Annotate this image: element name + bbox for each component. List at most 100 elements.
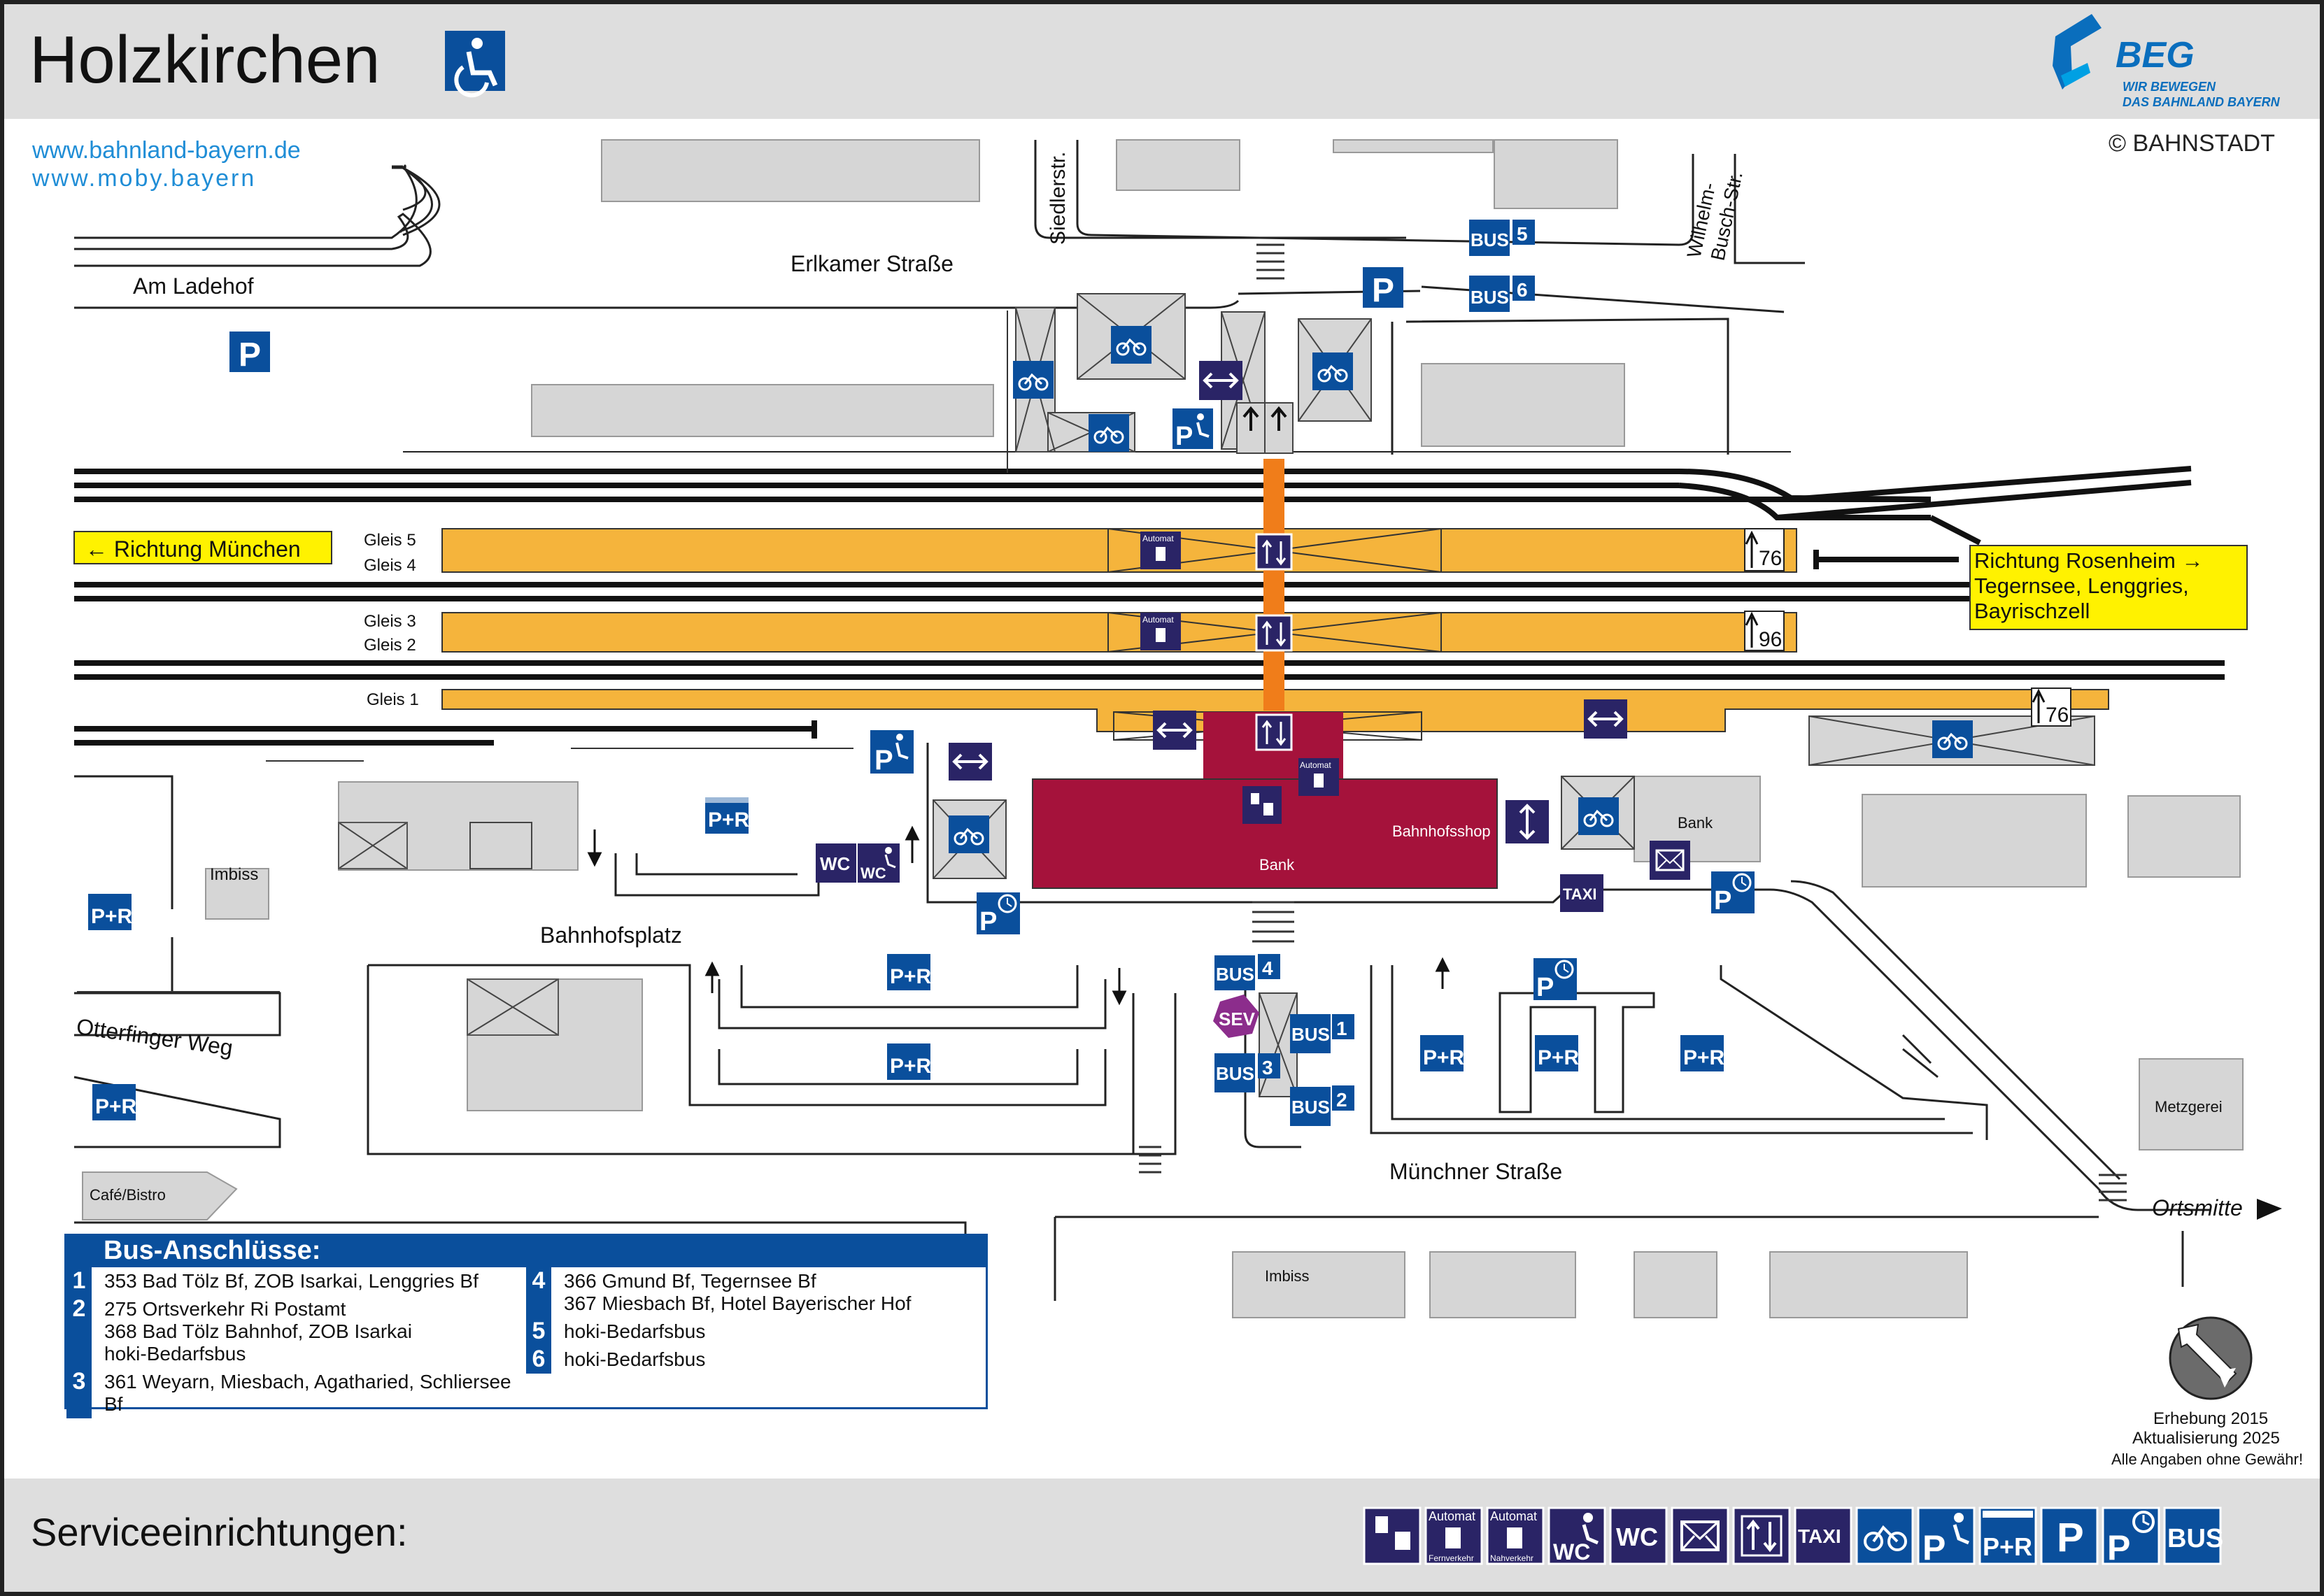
horizontal-passage-icon xyxy=(1199,361,1242,400)
stairs-icon xyxy=(1236,402,1294,454)
disabled-parking-icon: P xyxy=(870,730,914,776)
bike-parking-icon xyxy=(1312,352,1353,390)
svg-text:Nahverkehr: Nahverkehr xyxy=(1490,1553,1533,1563)
park-and-ride-icon: P+R xyxy=(92,1084,137,1120)
parking-icon: P xyxy=(229,332,270,373)
bike-parking-icon xyxy=(949,815,989,853)
accessible-wc-icon: WC xyxy=(858,843,900,883)
svg-text:BUS: BUS xyxy=(1216,964,1254,985)
legend-bike-parking-icon xyxy=(1855,1506,1914,1565)
ticket-machine-icon: Automat xyxy=(1140,613,1181,650)
sev-icon: SEV xyxy=(1213,995,1259,1038)
short-term-parking-icon: P xyxy=(977,892,1020,936)
bus-connection-text: 361 Weyarn, Miesbach, Agatharied, Schlie… xyxy=(104,1371,511,1415)
taxi-icon: TAXI xyxy=(1560,874,1603,912)
bus-connection-text: 366 Gmund Bf, Tegernsee Bf 367 Miesbach … xyxy=(564,1270,912,1314)
elevator-icon xyxy=(1255,713,1293,751)
bus-connections-left: 1 353 Bad Tölz Bf, ZOB Isarkai, Lenggrie… xyxy=(66,1267,526,1418)
bike-parking-icon xyxy=(1111,326,1152,364)
direction-rosenheim: Richtung Rosenheim → Tegernsee, Lenggrie… xyxy=(1969,545,2248,630)
fences xyxy=(77,311,1008,992)
bike-parking-icon xyxy=(1089,414,1129,452)
ticket-machine-icon: Automat xyxy=(1298,758,1339,796)
crosswalks xyxy=(1139,243,2127,1202)
svg-text:Automat: Automat xyxy=(1429,1509,1475,1523)
svg-text:WC: WC xyxy=(1616,1523,1658,1551)
elevator-icon xyxy=(1255,614,1293,652)
legend-park-and-ride-icon: P+R xyxy=(1978,1506,2037,1565)
short-term-parking-icon: P xyxy=(1711,871,1755,915)
svg-text:P+R: P+R xyxy=(1683,1046,1725,1069)
gleis-5-label: Gleis 5 xyxy=(364,531,416,550)
bus-connections-title: Bus-Anschlüsse: xyxy=(64,1234,988,1267)
bus-connection-number: 3 xyxy=(66,1368,92,1418)
bus-connections-body: 1 353 Bad Tölz Bf, ZOB Isarkai, Lenggrie… xyxy=(64,1267,988,1418)
svg-text:P: P xyxy=(979,907,997,936)
vertical-passage-icon xyxy=(1505,800,1549,843)
gleis-1-label: Gleis 1 xyxy=(367,690,419,709)
svg-text:2: 2 xyxy=(1336,1089,1347,1111)
logo-text: BEG xyxy=(2116,35,2195,76)
length-marker-3-2: 96 xyxy=(1759,628,1782,651)
bus-connection-text: 353 Bad Tölz Bf, ZOB Isarkai, Lenggries … xyxy=(104,1270,479,1292)
bus-connection-number: 1 xyxy=(66,1267,92,1295)
svg-text:BUS: BUS xyxy=(1471,229,1509,250)
park-and-ride-icon: P+R xyxy=(1535,1035,1580,1071)
legend-mailbox-icon xyxy=(1671,1506,1729,1565)
oneway-arrows xyxy=(587,825,1450,1006)
ticket-machine-icon: Automat xyxy=(1140,532,1181,569)
bus-connections-panel: Bus-Anschlüsse: 1 353 Bad Tölz Bf, ZOB I… xyxy=(64,1234,988,1418)
survey-note: Erhebung 2015 xyxy=(2153,1409,2268,1428)
legend-taxi-icon: TAXI xyxy=(1794,1506,1852,1565)
gleis-4-label: Gleis 4 xyxy=(364,556,416,575)
bank-label: Bank xyxy=(1259,856,1295,874)
parking-icon: P xyxy=(1363,267,1403,309)
wc-icon: WC xyxy=(816,843,856,883)
bus-stop-2: BUS 2 xyxy=(1290,1085,1354,1126)
bus-connection-text: hoki-Bedarfsbus xyxy=(564,1348,706,1370)
svg-text:WC: WC xyxy=(820,853,851,874)
svg-text:BUS: BUS xyxy=(1471,287,1509,308)
park-and-ride-icon: P+R xyxy=(1420,1035,1465,1071)
svg-text:P: P xyxy=(1922,1528,1946,1567)
park-and-ride-icon: P+R xyxy=(887,954,932,990)
legend-bus-icon: BUS xyxy=(2163,1506,2223,1565)
svg-text:P+R: P+R xyxy=(708,808,750,832)
svg-text:P+R: P+R xyxy=(91,905,133,928)
svg-text:5: 5 xyxy=(1517,223,1528,245)
bus-stop-4: BUS 4 xyxy=(1214,954,1280,990)
svg-text:P: P xyxy=(2107,1528,2130,1567)
svg-text:4: 4 xyxy=(1262,957,1273,979)
logo-tagline-2: DAS BAHNLAND BAYERN xyxy=(2123,95,2281,109)
legend-short-term-parking-icon: P xyxy=(2102,1506,2160,1567)
bus-connection-number: 5 xyxy=(526,1318,551,1346)
mailbox-icon xyxy=(1650,841,1690,880)
park-and-ride-icon: P+R xyxy=(1680,1035,1725,1071)
svg-text:Fernverkehr: Fernverkehr xyxy=(1429,1553,1474,1563)
bus-connection-row: 3 361 Weyarn, Miesbach, Agatharied, Schl… xyxy=(66,1368,526,1418)
svg-text:WC: WC xyxy=(1553,1539,1590,1565)
legend-parking-icon: P xyxy=(2040,1506,2099,1565)
street-ortsmitte: Ortsmitte xyxy=(2152,1195,2243,1220)
ortsmitte-arrow-icon xyxy=(2257,1199,2282,1220)
svg-text:BUS: BUS xyxy=(1216,1063,1254,1084)
svg-text:BUS: BUS xyxy=(2167,1524,2223,1553)
street-am-ladehof: Am Ladehof xyxy=(133,273,254,299)
svg-text:BUS: BUS xyxy=(1291,1097,1330,1118)
bus-connection-text: 275 Ortsverkehr Ri Postamt 368 Bad Tölz … xyxy=(104,1298,412,1365)
disclaimer: Alle Angaben ohne Gewähr! xyxy=(2111,1451,2303,1468)
gleis-2-label: Gleis 2 xyxy=(364,636,416,655)
length-marker-5-4: 76 xyxy=(1759,547,1782,570)
bike-parking-icon xyxy=(1932,720,1973,758)
legend-disabled-parking-icon: P xyxy=(1917,1506,1976,1567)
bahnhofsshop-label: Bahnhofsshop xyxy=(1392,822,1491,840)
svg-text:P: P xyxy=(1175,422,1193,451)
svg-text:Automat: Automat xyxy=(1142,615,1174,625)
bus-connection-number: 2 xyxy=(66,1295,92,1368)
header-bar xyxy=(4,4,2320,119)
svg-text:Automat: Automat xyxy=(1142,534,1174,543)
